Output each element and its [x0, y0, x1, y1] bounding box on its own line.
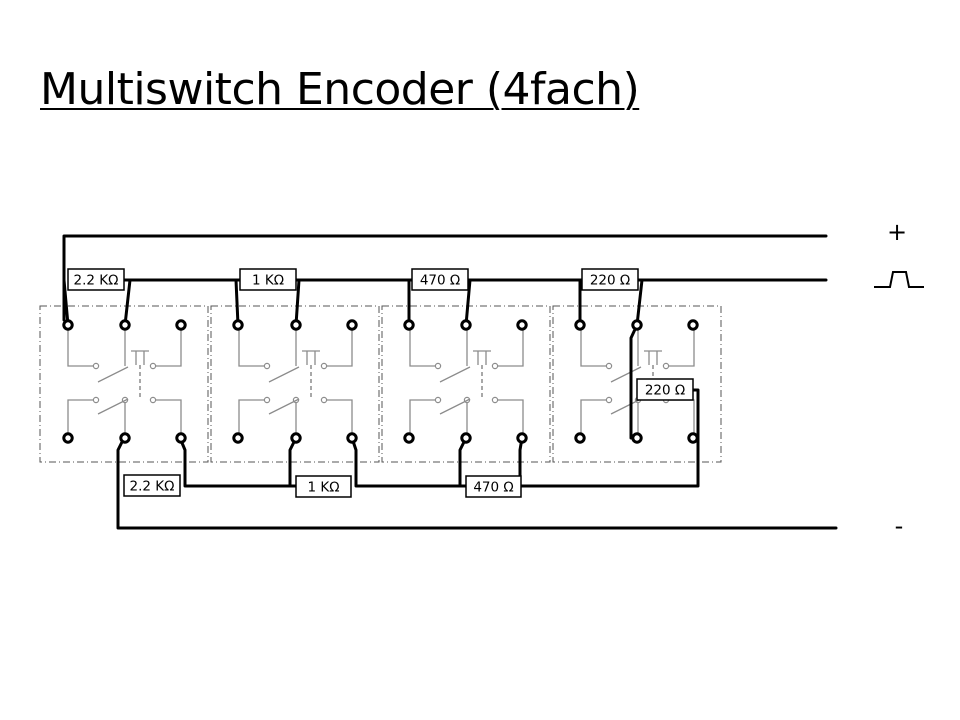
- terminal-dot: [62, 319, 74, 331]
- resistor-top-1-label: 2.2 KΩ: [74, 273, 119, 289]
- terminal-dot: [516, 319, 528, 331]
- extra-res-wire: [518, 388, 700, 488]
- pulse-symbol: [874, 271, 924, 288]
- top-wire-4: [294, 278, 301, 327]
- switch-module-3: [381, 305, 551, 463]
- terminal-dot: [119, 432, 131, 444]
- page-title: Multiswitch Encoder (4fach): [40, 64, 640, 115]
- plus-terminal-label: +: [887, 218, 907, 246]
- resistor-bottom-2-label: 1 KΩ: [307, 480, 339, 496]
- terminal-dot: [631, 432, 643, 444]
- top-wire-3: [234, 278, 240, 327]
- resistor-top-4-label: 220 Ω: [590, 273, 630, 289]
- terminal-dot: [290, 319, 302, 331]
- top-wire-8: [635, 278, 644, 327]
- terminal-dot: [574, 319, 586, 331]
- terminal-dot: [175, 319, 187, 331]
- resistor-extra: 220 Ω: [636, 378, 694, 401]
- terminal-dot: [232, 432, 244, 444]
- terminal-dot: [232, 319, 244, 331]
- terminal-dot: [62, 432, 74, 444]
- top-wire-6: [464, 278, 472, 327]
- resistor-bottom-3-label: 470 Ω: [473, 480, 513, 496]
- terminal-dot: [687, 319, 699, 331]
- minus-rail: [116, 484, 838, 530]
- resistor-top-3: 470 Ω: [411, 268, 469, 291]
- terminal-dot: [175, 432, 187, 444]
- switch-module-1: [39, 305, 209, 463]
- terminal-dot: [574, 432, 586, 444]
- resistor-top-1: 2.2 KΩ: [67, 268, 125, 291]
- terminal-dot: [346, 432, 358, 444]
- terminal-dot: [403, 432, 415, 444]
- resistor-top-3-label: 470 Ω: [420, 273, 460, 289]
- switch4-bridge: [629, 323, 639, 440]
- terminal-dot: [290, 432, 302, 444]
- terminal-dot: [460, 319, 472, 331]
- terminal-dot: [119, 319, 131, 331]
- switch-modules: [39, 305, 722, 463]
- resistor-top-4: 220 Ω: [581, 268, 639, 291]
- terminal-dot: [516, 432, 528, 444]
- resistor-top-2-label: 1 KΩ: [252, 273, 284, 289]
- bottom-chain-4: [350, 436, 468, 488]
- resistor-top-2: 1 KΩ: [239, 268, 297, 291]
- terminal-dot: [460, 432, 472, 444]
- terminal-dot: [631, 319, 643, 331]
- terminal-dot: [687, 432, 699, 444]
- bottom-chain-2: [178, 436, 298, 488]
- resistor-bottom-3: 470 Ω: [465, 475, 522, 498]
- top-wire-1: [62, 278, 70, 327]
- minus-terminal-label: -: [895, 512, 904, 540]
- switch-module-2: [210, 305, 380, 463]
- terminal-dot: [346, 319, 358, 331]
- terminal-dot: [403, 319, 415, 331]
- resistor-bottom-1: 2.2 KΩ: [123, 474, 181, 497]
- top-wire-2: [123, 278, 132, 327]
- resistor-bottom-1-label: 2.2 KΩ: [130, 479, 175, 495]
- resistor-bottom-2: 1 KΩ: [295, 475, 352, 498]
- resistor-extra-label: 220 Ω: [645, 383, 685, 399]
- terminal-dots: [62, 319, 699, 444]
- resistors: 2.2 KΩ 1 KΩ 470 Ω 220 Ω 220 Ω 2.2 KΩ 1 KΩ 470 Ω: [67, 268, 694, 498]
